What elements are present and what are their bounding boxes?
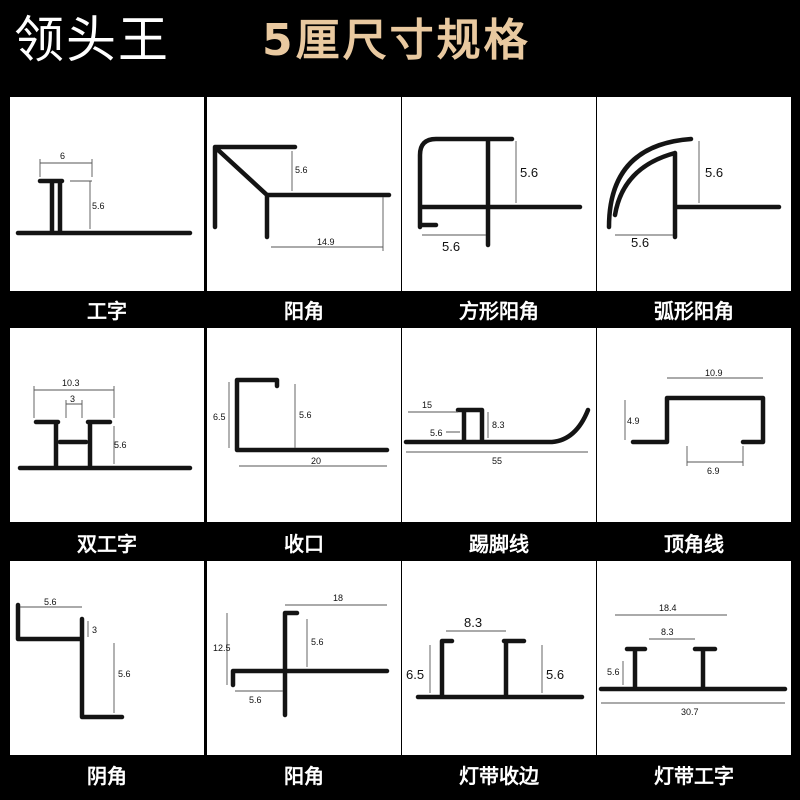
profile-card-square-corner: 5.6 5.6 [402,97,596,291]
profile-diagram: 5.6 3 5.6 [15,597,131,720]
profile-caption: 工字 [87,299,127,323]
profile-caption: 阳角 [284,299,324,323]
profile-diagram: 15 8.3 5.6 55 [403,400,591,466]
dimension-label: 5.6 [44,597,57,607]
dimension-label: 12.5 [213,643,231,653]
profile-diagram: 10.3 3 5.6 [17,378,193,471]
profile-diagram: 8.3 6.5 5.6 [406,615,585,700]
profile-caption: 方形阳角 [459,299,539,323]
dimension-label: 18.4 [659,603,677,613]
dimension-label: 8.3 [492,420,505,430]
dimension-label: 5.6 [705,165,723,180]
profile-diagram: 18 12.5 5.6 5.6 [213,593,390,718]
profile-diagram: 5.6 14.9 [212,144,392,251]
profile-card-inner-corner: 5.6 3 5.6 [10,561,204,755]
dimension-label: 4.9 [627,416,640,426]
profile-caption: 灯带收边 [459,764,539,788]
profile-caption: 阴角 [87,764,127,788]
profile-caption: 顶角线 [664,532,724,556]
profile-card-edge-trim: 6.5 5.6 20 [207,328,401,522]
profile-caption: 弧形阳角 [654,299,734,323]
dimension-label: 10.3 [62,378,80,388]
profile-card-ceiling-corner: 10.9 4.9 6.9 [597,328,791,522]
dimension-label: 18 [333,593,343,603]
dimension-label: 55 [492,456,502,466]
profile-diagram: 6.5 5.6 20 [213,377,390,467]
profile-card-skirting: 15 8.3 5.6 55 [402,328,596,522]
dimension-label: 3 [92,625,97,635]
dimension-label: 5.6 [442,239,460,254]
dimension-label: 8.3 [661,627,674,637]
dimension-label: 5.6 [249,695,262,705]
dimension-label: 5.6 [311,637,324,647]
dimension-label: 20 [311,456,321,466]
profile-diagram: 5.6 5.6 [417,136,583,254]
profile-card-led-edge: 8.3 6.5 5.6 [402,561,596,755]
dimension-label: 15 [422,400,432,410]
dimension-label: 5.6 [92,201,105,211]
dimension-label: 5.6 [114,440,127,450]
profile-card-i-shape: 6 5.6 [10,97,204,291]
dimension-label: 6.5 [406,667,424,682]
profile-card-arc-corner: 5.6 5.6 [597,97,791,291]
brand-logo-text: 领头王 [14,11,170,69]
profile-diagram: 10.9 4.9 6.9 [624,368,766,476]
profile-diagram: 5.6 5.6 [606,136,782,250]
dimension-label: 5.6 [631,235,649,250]
profile-card-double-i: 10.3 3 5.6 [10,328,204,522]
page-title: 5厘尺寸规格 [262,15,531,66]
dimension-label: 6.9 [707,466,720,476]
dimension-label: 6.5 [213,412,226,422]
profile-caption: 踢脚线 [469,532,529,556]
dimension-label: 5.6 [520,165,538,180]
profile-card-outer-corner-alt: 18 12.5 5.6 5.6 [207,561,401,755]
profile-caption: 阳角 [284,764,324,788]
dimension-label: 3 [70,394,75,404]
profile-card-led-i-shape: 18.4 8.3 5.6 30.7 [597,561,791,755]
dimension-label: 5.6 [607,667,620,677]
dimension-label: 5.6 [430,428,443,438]
profile-diagram: 6 5.6 [15,151,193,236]
dimension-label: 10.9 [705,368,723,378]
dimension-label: 14.9 [317,237,335,247]
dimension-label: 30.7 [681,707,699,717]
dimension-label: 5.6 [546,667,564,682]
profile-caption: 收口 [284,532,324,556]
profile-caption: 双工字 [77,532,137,556]
dimension-label: 5.6 [295,165,308,175]
dimension-label: 5.6 [118,669,131,679]
profile-caption: 灯带工字 [654,764,734,788]
dimension-label: 6 [60,151,65,161]
profile-diagram: 18.4 8.3 5.6 30.7 [598,603,788,717]
dimension-label: 8.3 [464,615,482,630]
profile-card-outer-corner: 5.6 14.9 [207,97,401,291]
dimension-label: 5.6 [299,410,312,420]
